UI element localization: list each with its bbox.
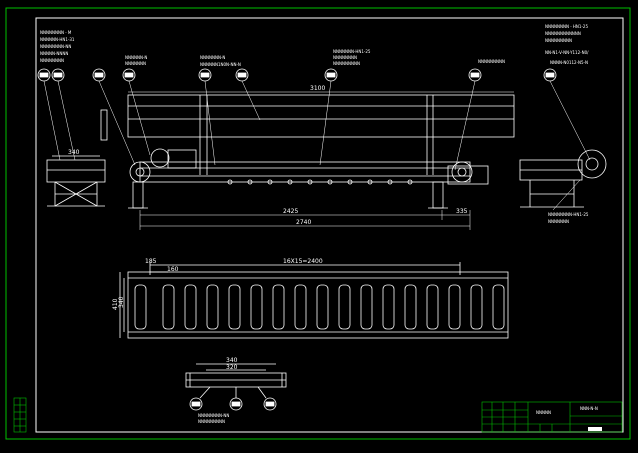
dim-detail-top: 340 xyxy=(226,357,238,364)
svg-text:335: 335 xyxy=(456,208,468,215)
title-block-drawing-no: NNN-N-N xyxy=(580,406,598,411)
svg-text:2740: 2740 xyxy=(296,219,311,226)
balloon-marker xyxy=(92,68,106,82)
balloon-marker xyxy=(235,68,249,82)
callout-b-line: NNNNNNN-N xyxy=(200,55,225,60)
left-end-view: 340 xyxy=(46,149,106,207)
plan-view xyxy=(119,262,509,339)
outer-border xyxy=(5,7,631,440)
inner-border xyxy=(35,17,624,433)
balloon-marker xyxy=(543,68,557,82)
dim-side-lower: 2425 335 2740 xyxy=(139,208,471,230)
callout-b-line: NNNNNN1N0N-NN-N xyxy=(200,62,241,67)
note-top-left: NNNNNNNN - M NNNNNN-HN1-31 NNNNNNNN-NN N… xyxy=(40,30,75,63)
svg-text:2425: 2425 xyxy=(283,208,298,215)
callout-c-line: NNNNNNNN xyxy=(333,55,357,60)
callout-a-line: NNNNNNN xyxy=(125,61,146,66)
svg-text:NNNN-N0112-N5-N: NNNN-N0112-N5-N xyxy=(550,60,588,65)
balloon-marker xyxy=(468,68,482,82)
balloon-marker xyxy=(324,68,338,82)
side-elevation xyxy=(100,94,515,209)
callout-c-line: NNNNNNN-HN1-25 xyxy=(333,49,371,54)
title-block-title: NNNNN xyxy=(536,410,551,415)
plan-slats xyxy=(134,284,505,330)
dim-plan-185: 185 xyxy=(145,258,157,265)
note-line: NNNNNNNN - M xyxy=(40,30,72,35)
note-line: NNNNNN-HN1-31 xyxy=(40,37,75,42)
revision-strip xyxy=(13,397,27,433)
dim-plan-height: 410 xyxy=(112,298,119,310)
callout-e-line: NNNNNNNN-HN1-25 xyxy=(548,212,589,217)
balloon-marker xyxy=(51,68,65,82)
svg-text:3100: 3100 xyxy=(310,85,325,92)
dim-detail-inner: 320 xyxy=(226,364,238,371)
balloon-marker xyxy=(37,68,51,82)
svg-text:340: 340 xyxy=(68,149,80,156)
bottom-detail-note: NNNNNNNN-NN xyxy=(198,413,229,418)
bottom-detail xyxy=(185,363,287,411)
callout-a-line: NNNNNN-N xyxy=(125,55,147,60)
svg-text:NNNNNNNN - HN1-25: NNNNNNNN - HN1-25 xyxy=(545,24,588,29)
svg-text:NN-N1-V-NN-Y112-N0/: NN-N1-V-NN-Y112-N0/ xyxy=(545,50,589,55)
dim-plan-width: 340 xyxy=(118,296,125,308)
title-block xyxy=(481,401,623,433)
balloon-markers xyxy=(37,68,557,82)
balloon-marker xyxy=(122,68,136,82)
right-end-view xyxy=(519,149,607,208)
svg-text:NNNNNNNNNNNN: NNNNNNNNNNNN xyxy=(545,31,581,36)
dim-plan-pitch: 160 xyxy=(167,266,179,273)
callout-c-line: NNNNNNNNN xyxy=(333,61,360,66)
leader-lines xyxy=(43,80,591,211)
note-line: NNNNNNNN-NN xyxy=(40,44,71,49)
dim-top-overall: 3100 xyxy=(128,85,514,93)
callout-e-line: NNNNNNN xyxy=(548,219,569,224)
bottom-detail-note: NNNNNNNNN xyxy=(198,419,225,424)
note-line: NNNNNNNN xyxy=(40,58,64,63)
balloon-marker xyxy=(198,68,212,82)
dim-plan-repeat: 16X15=2400 xyxy=(283,258,323,265)
note-line: NNNNN-NNNN xyxy=(40,51,68,56)
callout-d: NNNNNNNNN xyxy=(478,59,505,64)
note-top-right: NNNNNNNN - HN1-25 NNNNNNNNNNNN NNNNNNNNN… xyxy=(545,24,589,65)
svg-text:NNNNNNNNN: NNNNNNNNN xyxy=(545,38,572,43)
